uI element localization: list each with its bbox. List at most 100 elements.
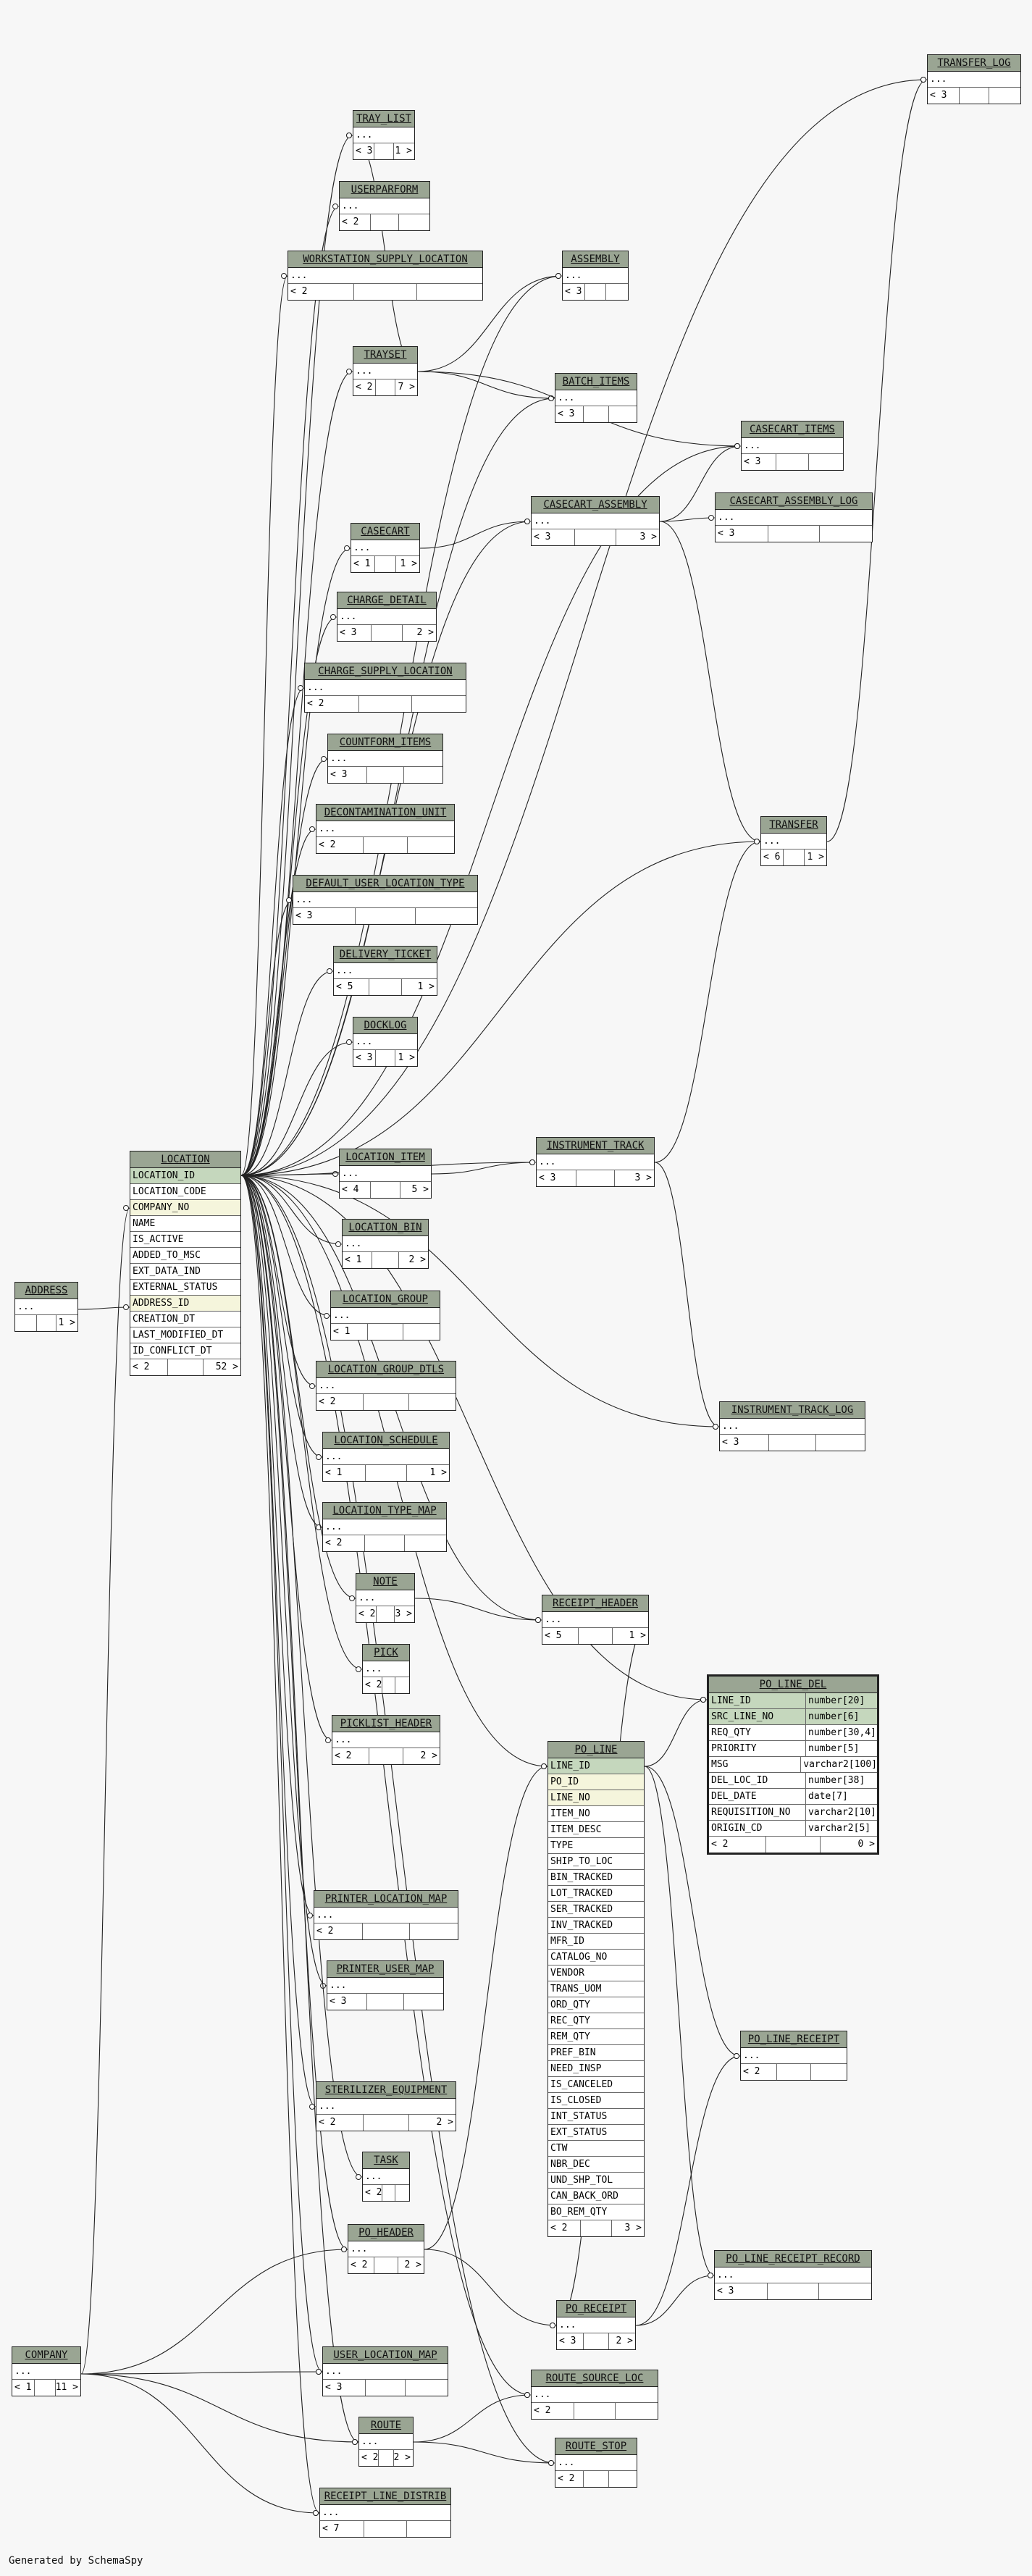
table-address-spacer[interactable] xyxy=(37,1315,56,1331)
table-decontamination-unit-child-count[interactable] xyxy=(408,837,454,853)
table-receipt-line-distrib-name[interactable]: RECEIPT_LINE_DISTRIB xyxy=(324,2491,447,2502)
table-route-stop-child-count[interactable] xyxy=(609,2471,637,2487)
table-location-group-dtls-spacer[interactable] xyxy=(364,1394,409,1410)
table-userparform[interactable]: USERPARFORM...< 2 xyxy=(339,181,430,231)
table-po-line-parent-count[interactable]: < 2 xyxy=(548,2220,582,2236)
table-location-group-child-count[interactable] xyxy=(403,1324,440,1340)
table-casecart-name[interactable]: CASECART xyxy=(361,526,410,537)
table-location-group-spacer[interactable] xyxy=(368,1324,403,1340)
table-casecart-spacer[interactable] xyxy=(375,556,397,572)
table-receipt-line-distrib-child-count[interactable] xyxy=(407,2521,450,2537)
table-location-schedule-parent-count[interactable]: < 1 xyxy=(323,1465,366,1481)
table-assembly-title[interactable]: ASSEMBLY xyxy=(563,251,628,268)
table-assembly-parent-count[interactable]: < 3 xyxy=(563,284,586,300)
table-charge-detail-parent-count[interactable]: < 3 xyxy=(337,625,372,641)
table-pick-name[interactable]: PICK xyxy=(374,1647,398,1658)
table-company-child-count[interactable]: 11 > xyxy=(55,2382,78,2393)
table-location-group-name[interactable]: LOCATION_GROUP xyxy=(342,1293,428,1305)
table-pick-child-count[interactable] xyxy=(395,1677,409,1693)
table-po-line-receipt-child-count[interactable] xyxy=(811,2064,847,2080)
table-printer-location-map-child-count[interactable] xyxy=(410,1923,458,1939)
table-instrument-track-parent-count[interactable]: < 3 xyxy=(537,1170,577,1186)
table-sterilizer-equipment-spacer[interactable] xyxy=(364,2115,409,2131)
table-address-parent-count[interactable] xyxy=(15,1315,37,1331)
table-user-location-map-name[interactable]: USER_LOCATION_MAP xyxy=(333,2349,437,2361)
table-note-title[interactable]: NOTE xyxy=(356,1574,414,1590)
table-note-name[interactable]: NOTE xyxy=(373,1576,398,1587)
table-batch-items-spacer[interactable] xyxy=(584,406,610,422)
table-transfer-log-title[interactable]: TRANSFER_LOG xyxy=(928,55,1020,72)
table-task-child-count[interactable] xyxy=(395,2185,409,2201)
table-location-group[interactable]: LOCATION_GROUP...< 1 xyxy=(330,1291,440,1341)
table-location-type-map-spacer[interactable] xyxy=(365,1535,405,1551)
table-casecart-title[interactable]: CASECART xyxy=(351,524,419,540)
table-task-title[interactable]: TASK xyxy=(363,2152,409,2169)
table-po-receipt-name[interactable]: PO_RECEIPT xyxy=(565,2303,627,2315)
table-picklist-header-parent-count[interactable]: < 2 xyxy=(332,1748,369,1764)
table-receipt-line-distrib-title[interactable]: RECEIPT_LINE_DISTRIB xyxy=(320,2488,450,2505)
table-po-line-del-name[interactable]: PO_LINE_DEL xyxy=(759,1679,827,1690)
table-userparform-title[interactable]: USERPARFORM xyxy=(340,182,429,198)
table-assembly-spacer[interactable] xyxy=(585,284,606,300)
table-countform-items-parent-count[interactable]: < 3 xyxy=(328,767,367,783)
table-transfer-log-child-count[interactable] xyxy=(989,88,1020,104)
table-location-group-dtls-title[interactable]: LOCATION_GROUP_DTLS xyxy=(316,1362,456,1378)
table-picklist-header-spacer[interactable] xyxy=(369,1748,404,1764)
table-user-location-map-spacer[interactable] xyxy=(366,2380,406,2396)
table-countform-items-child-count[interactable] xyxy=(404,767,442,783)
table-instrument-track-log-spacer[interactable] xyxy=(769,1435,816,1451)
table-address[interactable]: ADDRESS...1 > xyxy=(14,1282,78,1332)
table-docklog-child-count[interactable]: 1 > xyxy=(398,1052,416,1063)
table-workstation-supply-location-title[interactable]: WORKSTATION_SUPPLY_LOCATION xyxy=(288,251,482,268)
table-trayset-parent-count[interactable]: < 2 xyxy=(353,379,376,395)
table-casecart-assembly-log-title[interactable]: CASECART_ASSEMBLY_LOG xyxy=(716,493,872,510)
table-casecart-items-child-count[interactable] xyxy=(809,454,843,470)
table-po-line-receipt-title[interactable]: PO_LINE_RECEIPT xyxy=(741,2031,847,2048)
table-route-source-loc-name[interactable]: ROUTE_SOURCE_LOC xyxy=(545,2372,644,2384)
table-po-header-spacer[interactable] xyxy=(374,2257,398,2273)
table-decontamination-unit-spacer[interactable] xyxy=(364,837,408,853)
table-route-stop-spacer[interactable] xyxy=(584,2471,610,2487)
table-printer-location-map-spacer[interactable] xyxy=(363,1923,410,1939)
table-assembly[interactable]: ASSEMBLY...< 3 xyxy=(562,251,629,301)
table-po-line-del-spacer[interactable] xyxy=(766,1837,821,1853)
table-instrument-track-log-title[interactable]: INSTRUMENT_TRACK_LOG xyxy=(720,1402,865,1419)
table-workstation-supply-location-child-count[interactable] xyxy=(417,284,482,300)
table-delivery-ticket-name[interactable]: DELIVERY_TICKET xyxy=(339,949,432,960)
table-note-child-count[interactable]: 3 > xyxy=(395,1608,412,1619)
table-po-header-title[interactable]: PO_HEADER xyxy=(348,2225,424,2241)
table-countform-items-name[interactable]: COUNTFORM_ITEMS xyxy=(339,737,432,748)
table-location-schedule-spacer[interactable] xyxy=(366,1465,407,1481)
table-charge-supply-location-spacer[interactable] xyxy=(359,696,412,712)
table-default-user-location-type[interactable]: DEFAULT_USER_LOCATION_TYPE...< 3 xyxy=(293,875,478,925)
table-delivery-ticket-title[interactable]: DELIVERY_TICKET xyxy=(334,947,437,963)
table-workstation-supply-location-spacer[interactable] xyxy=(354,284,418,300)
table-workstation-supply-location-name[interactable]: WORKSTATION_SUPPLY_LOCATION xyxy=(303,253,468,265)
table-pick[interactable]: PICK...< 2 xyxy=(362,1644,410,1694)
table-delivery-ticket-parent-count[interactable]: < 5 xyxy=(334,979,369,995)
table-transfer-log[interactable]: TRANSFER_LOG...< 3 xyxy=(927,54,1021,104)
table-printer-location-map-name[interactable]: PRINTER_LOCATION_MAP xyxy=(324,1893,448,1905)
table-casecart-assembly-log-name[interactable]: CASECART_ASSEMBLY_LOG xyxy=(729,495,858,507)
table-location-bin-parent-count[interactable]: < 1 xyxy=(343,1252,372,1268)
table-casecart-items-spacer[interactable] xyxy=(776,454,809,470)
table-casecart-assembly-log[interactable]: CASECART_ASSEMBLY_LOG...< 3 xyxy=(715,492,873,542)
table-workstation-supply-location[interactable]: WORKSTATION_SUPPLY_LOCATION...< 2 xyxy=(288,251,483,301)
table-location-schedule-child-count[interactable]: 1 > xyxy=(429,1467,447,1478)
table-trayset-name[interactable]: TRAYSET xyxy=(364,349,407,361)
table-location-bin-name[interactable]: LOCATION_BIN xyxy=(348,1222,422,1233)
table-receipt-header-spacer[interactable] xyxy=(579,1628,613,1644)
table-printer-location-map-title[interactable]: PRINTER_LOCATION_MAP xyxy=(314,1891,458,1908)
table-location-group-dtls-name[interactable]: LOCATION_GROUP_DTLS xyxy=(327,1364,445,1375)
table-pick-title[interactable]: PICK xyxy=(363,1645,409,1661)
table-picklist-header-title[interactable]: PICKLIST_HEADER xyxy=(332,1716,440,1732)
